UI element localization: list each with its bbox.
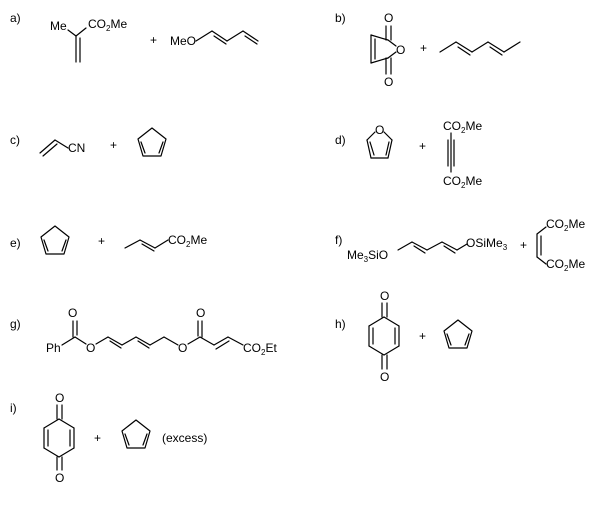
plus-sign: +: [150, 33, 157, 47]
cyclopentadiene-structure: [121, 419, 151, 449]
ester-label: CO2Me: [168, 233, 207, 249]
ester-top: CO2Me: [546, 217, 585, 233]
trimethylsilyloxy-right: OSiMe3: [466, 236, 508, 252]
cyclopentadiene-structure: [443, 319, 473, 349]
problem-label: h): [335, 317, 346, 331]
ester-oxygen-2: O: [178, 341, 187, 355]
ester-bottom: CO2Me: [546, 257, 585, 273]
plus-sign: +: [98, 234, 105, 248]
quinone-oxygen-bottom: O: [55, 471, 64, 485]
methyl-crotonate-structure: CO2Me: [124, 233, 207, 252]
acrylonitrile-structure: CN: [39, 139, 85, 157]
carbonyl-oxygen-bottom: O: [384, 75, 393, 89]
problem-label: e): [10, 236, 21, 250]
ester-top: CO2Me: [443, 119, 482, 135]
cyclopentadiene-structure: [137, 127, 167, 157]
problem-d: d) O + CO2Me CO2Me: [335, 119, 482, 190]
methoxy-diene-structure: MeO: [170, 30, 259, 48]
plus-sign: +: [520, 238, 527, 252]
plus-sign: +: [94, 431, 101, 445]
furan-oxygen: O: [375, 123, 384, 137]
problem-b: b) O O O +: [335, 11, 521, 89]
problem-label: b): [335, 11, 346, 25]
plus-sign: +: [420, 41, 427, 55]
hexadiene-structure: [439, 41, 521, 56]
trimethylsilyloxy-left: Me3SiO: [347, 248, 388, 264]
carbonyl-oxygen-top: O: [384, 11, 393, 25]
plus-sign: +: [419, 329, 426, 343]
maleic-anhydride-structure: O O O: [370, 11, 405, 89]
problem-i: i) O O + (excess): [10, 391, 207, 485]
problem-label: d): [335, 133, 346, 147]
ester-bottom: CO2Me: [443, 174, 482, 190]
problem-c: c) CN +: [10, 127, 167, 157]
problem-label: a): [10, 11, 21, 25]
quinone-oxygen-top: O: [380, 289, 389, 303]
problem-g: g) Ph O O O O CO2: [10, 306, 277, 357]
nitrile-label: CN: [68, 141, 85, 155]
silyloxy-diene-structure: Me3SiO OSiMe3: [347, 236, 508, 264]
fumarate-oxygen: O: [196, 306, 205, 320]
problem-label: c): [10, 133, 20, 147]
problem-label: i): [10, 401, 17, 415]
quinone-oxygen-bottom: O: [380, 370, 389, 384]
plus-sign: +: [110, 138, 117, 152]
benzoquinone-structure: O O: [368, 289, 400, 384]
problem-e: e) + CO2Me: [10, 225, 207, 255]
phenyl-label: Ph: [46, 341, 61, 355]
dmad-structure: CO2Me CO2Me: [443, 119, 482, 190]
tethered-diene-ester-structure: Ph O O O O CO2Et: [46, 306, 277, 357]
ester-label: CO2Me: [88, 17, 127, 33]
excess-note: (excess): [162, 431, 207, 445]
cyclopentadiene-structure: [40, 225, 70, 255]
problem-a: a) Me CO2Me + MeO: [10, 11, 259, 63]
benzoquinone-structure: O O: [43, 391, 75, 485]
dimethyl-maleate-structure: CO2Me CO2Me: [536, 217, 585, 273]
methyl-methacrylate-structure: Me CO2Me: [50, 17, 127, 63]
plus-sign: +: [419, 139, 426, 153]
methyl-label: Me: [50, 19, 67, 33]
problem-h: h) O O +: [335, 289, 473, 384]
problem-f: f) Me3SiO OSiMe3 + CO2Me: [335, 217, 585, 273]
problem-label: g): [10, 317, 21, 331]
ester-oxygen-1: O: [86, 341, 95, 355]
furan-structure: O: [366, 123, 393, 159]
ethyl-ester-label: CO2Et: [243, 341, 277, 357]
benzoyl-oxygen: O: [68, 306, 77, 320]
problem-label: f): [335, 233, 342, 247]
ring-oxygen: O: [396, 43, 405, 57]
quinone-oxygen-top: O: [55, 391, 64, 405]
methoxy-label: MeO: [170, 34, 196, 48]
